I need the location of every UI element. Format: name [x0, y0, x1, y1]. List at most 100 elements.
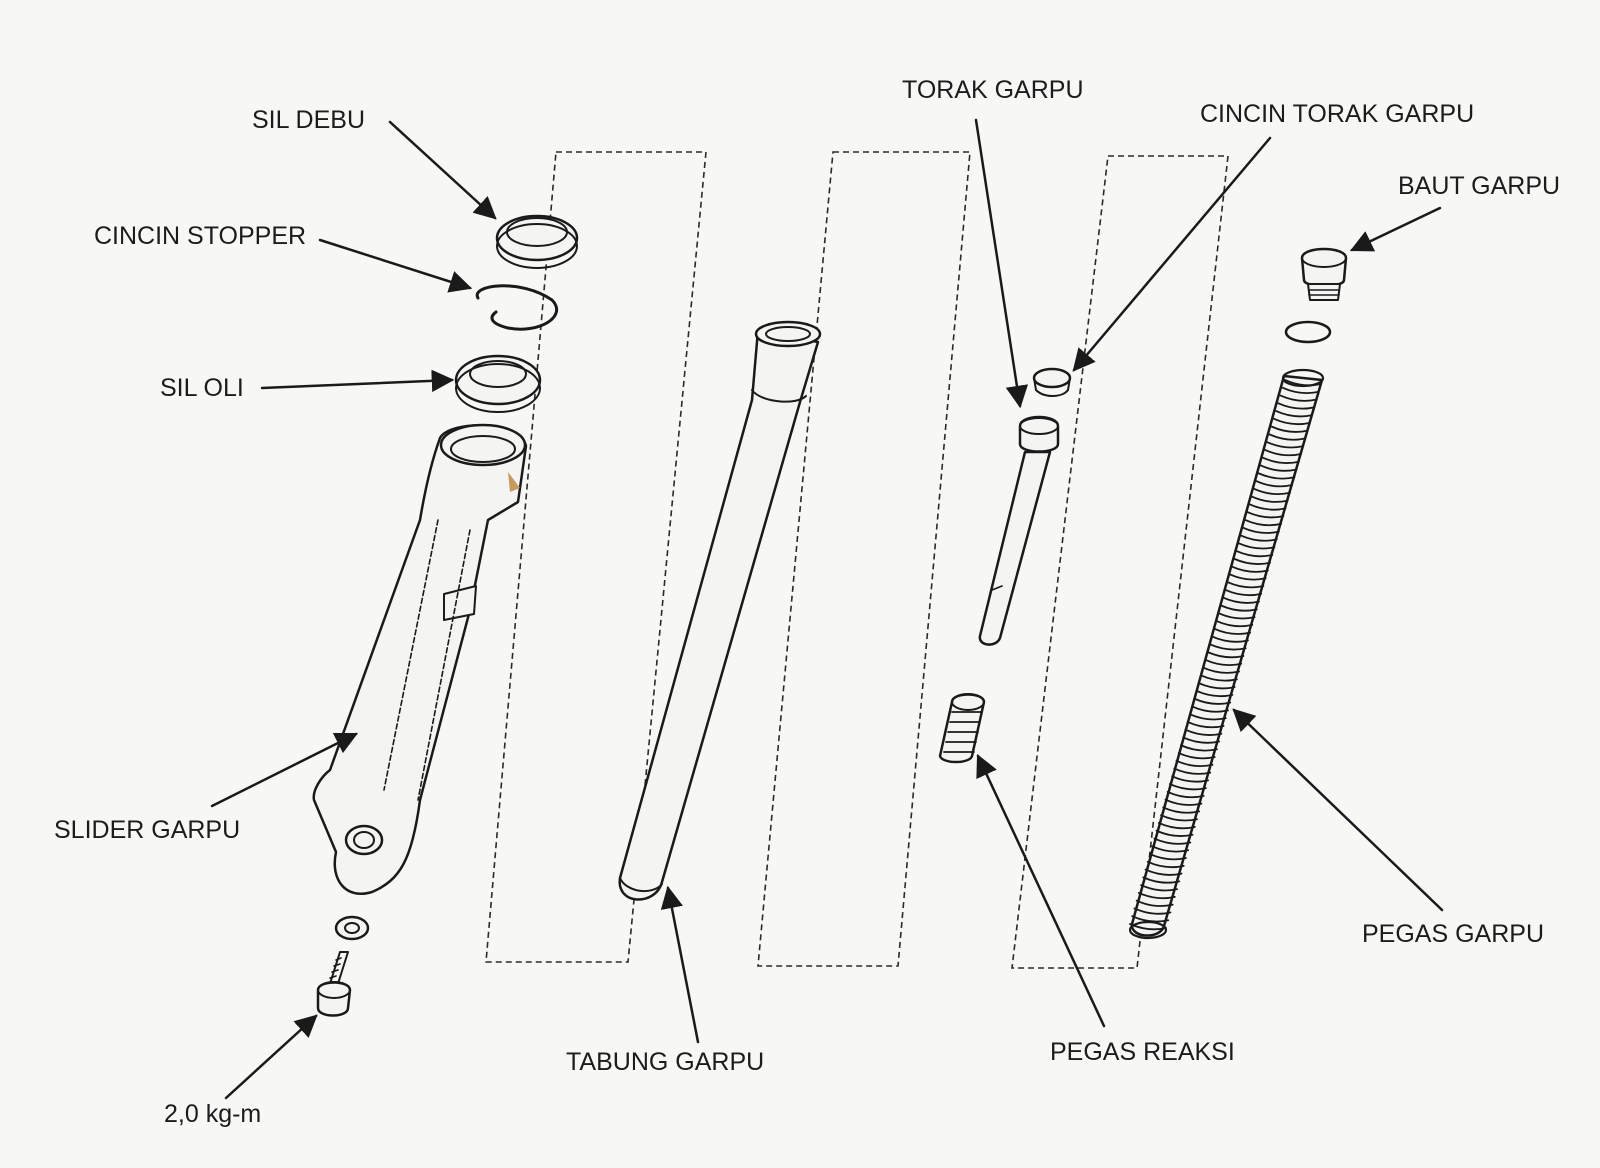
spring-coil [1162, 806, 1201, 814]
spring-coil [1202, 666, 1240, 674]
spring-coil [1281, 386, 1320, 394]
spring-coil [1266, 441, 1305, 449]
spring-coil [1153, 837, 1192, 845]
spring-coil [1284, 379, 1322, 387]
spring-coil [1193, 697, 1232, 705]
leader-slider-garpu [210, 732, 359, 808]
spring-coil [1197, 682, 1236, 690]
spring-coil [1177, 752, 1216, 760]
spring-coil [1222, 596, 1260, 604]
label-cincin-stopper: CINCIN STOPPER [94, 222, 306, 250]
leader-lines [210, 118, 1444, 1100]
dashed-frame-torak [757, 151, 971, 967]
slider-garpu-part [312, 423, 528, 895]
spring-coil [1140, 884, 1178, 892]
label-baut-garpu: BAUT GARPU [1398, 172, 1560, 200]
leader-sil-debu [388, 120, 497, 220]
spring-coil [1129, 923, 1167, 931]
label-cincin-torak-garpu: CINCIN TORAK GARPU [1200, 100, 1474, 128]
dashed-frame-tabung [485, 151, 707, 963]
spring-coil [1164, 798, 1203, 806]
dashed-frame-pegas [1011, 155, 1229, 969]
spring-coil [1160, 814, 1198, 822]
spring-coil [1191, 705, 1229, 713]
label-pegas-garpu: PEGAS GARPU [1362, 920, 1544, 948]
spring-coil [1255, 480, 1294, 488]
spring-coil [1259, 464, 1298, 472]
cincin-stopper-part [475, 284, 559, 331]
leader-baut-garpu [1349, 206, 1442, 252]
spring-coil [1233, 557, 1271, 565]
spring-coil [1264, 449, 1302, 457]
spring-coil [1131, 915, 1170, 923]
leader-tabung-garpu [660, 885, 700, 1044]
tabung-garpu-part [618, 320, 822, 901]
label-pegas-reaksi: PEGAS REAKSI [1050, 1038, 1235, 1066]
spring-coil [1242, 526, 1280, 534]
spring-coil [1144, 868, 1183, 876]
spring-coil [1270, 425, 1309, 433]
leader-torque [224, 1014, 318, 1100]
spring-coil [1279, 394, 1318, 402]
spring-coil [1226, 581, 1265, 589]
spring-coil [1142, 876, 1181, 884]
spring-coil [1215, 620, 1254, 628]
spring-coil [1237, 542, 1276, 550]
spring-coil [1275, 410, 1314, 418]
label-slider-garpu: SLIDER GARPU [54, 816, 240, 844]
baut-garpu-part [1284, 247, 1348, 344]
label-sil-oli: SIL OLI [160, 374, 244, 402]
spring-coil [1277, 402, 1316, 410]
spring-coil [1235, 550, 1274, 558]
spring-coil [1182, 736, 1221, 744]
spring-coil [1175, 759, 1214, 768]
spring-coil [1157, 822, 1196, 830]
torak-garpu-part [978, 367, 1072, 646]
sil-debu-part [495, 214, 579, 269]
spring-coil [1239, 534, 1278, 542]
spring-coil [1188, 713, 1227, 721]
leader-cincin-stopper [318, 238, 473, 293]
spring-coil [1171, 775, 1209, 783]
spring-coil [1204, 658, 1243, 666]
spring-coil-lines [1129, 379, 1322, 931]
bolt-washer-part [316, 915, 370, 1017]
spring-coil [1273, 417, 1311, 426]
spring-coil [1208, 643, 1247, 651]
spring-coil [1230, 565, 1269, 573]
spring-coil [1244, 518, 1283, 527]
spring-coil [1224, 588, 1263, 597]
spring-coil [1195, 689, 1234, 698]
leader-pegas-garpu [1232, 708, 1444, 912]
spring-coil [1219, 604, 1258, 612]
spring-coil [1248, 503, 1287, 511]
label-torque: 2,0 kg-m [164, 1100, 261, 1128]
spring-coil [1257, 472, 1296, 480]
spring-coil [1250, 495, 1289, 503]
spring-coil [1228, 573, 1267, 581]
spring-coil [1135, 899, 1174, 907]
spring-coil [1206, 651, 1245, 659]
leader-cincin-torak-garpu [1072, 136, 1272, 372]
leader-sil-oli [260, 369, 455, 393]
spring-coil [1180, 744, 1218, 752]
pegas-reaksi-part [938, 693, 986, 764]
sil-oli-part [454, 354, 542, 413]
spring-coil [1151, 845, 1190, 853]
label-tabung-garpu: TABUNG GARPU [566, 1048, 764, 1076]
spring-coil [1268, 433, 1307, 441]
spring-coil [1261, 456, 1300, 464]
spring-coil [1211, 635, 1249, 643]
leader-pegas-reaksi [976, 753, 1106, 1028]
spring-coil [1213, 627, 1252, 635]
label-torak-garpu: TORAK GARPU [902, 76, 1084, 104]
spring-coil [1186, 721, 1225, 729]
spring-coil [1155, 829, 1194, 837]
spring-coil [1133, 907, 1172, 915]
spring-coil [1246, 511, 1285, 519]
pegas-garpu-part [1128, 368, 1325, 940]
spring-coil [1137, 892, 1176, 900]
spring-coil [1253, 487, 1291, 496]
